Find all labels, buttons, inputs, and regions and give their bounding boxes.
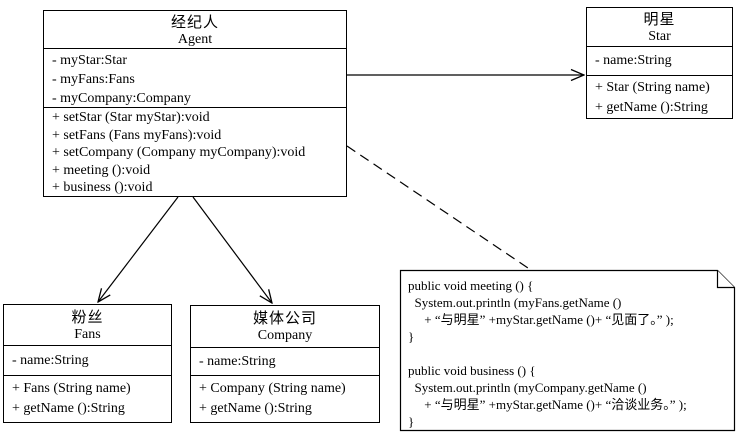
method-row: + business ():void [52,180,153,195]
attributes-compartment-company: - name:String [191,348,379,376]
class-name-en: Agent [177,32,213,47]
uml-note-code: public void meeting () { System.out.prin… [408,277,730,430]
attributes-compartment-agent: - myStar:Star - myFans:Fans - myCompany:… [44,49,346,108]
code-line: public void business () { [408,363,536,378]
code-line: } [408,329,415,344]
class-name-en: Star [648,29,671,44]
method-row: + Company (String name) [199,381,346,396]
method-row: + getName ():String [199,401,312,416]
method-row: + setStar (Star myStar):void [52,110,210,125]
code-line: } [408,414,415,429]
method-row: + Star (String name) [595,80,710,95]
methods-compartment-fans: + Fans (String name) + getName ():String [4,376,171,422]
class-box-company: 媒体公司 Company - name:String + Company (St… [190,305,380,423]
class-name-zh: 粉丝 [71,310,104,326]
class-box-agent: 经纪人 Agent - myStar:Star - myFans:Fans - … [43,10,347,197]
method-row: + meeting ():void [52,162,151,178]
attribute-row: - myFans:Fans [52,72,135,87]
method-row: + getName ():String [595,99,708,115]
note-anchor-dashed-line [346,145,532,271]
class-name-zh: 明星 [643,12,676,28]
class-title-star: 明星 Star [587,8,732,47]
attribute-row: - name:String [12,353,89,368]
code-line: System.out.println (myCompany.getName () [408,380,647,395]
method-row: + Fans (String name) [12,381,131,396]
class-name-en: Fans [74,327,101,342]
code-line: + “与明星” +myStar.getName ()+ “洽谈业务。” ); [408,397,687,412]
class-title-company: 媒体公司 Company [191,306,379,348]
class-name-zh: 媒体公司 [252,311,317,327]
attributes-compartment-fans: - name:String [4,346,171,376]
agent-company-association-line [192,196,272,303]
method-row: + setFans (Fans myFans):void [52,127,222,143]
method-row: + getName ():String [12,401,125,416]
code-line: public void meeting () { [408,278,534,293]
class-name-en: Company [257,328,313,343]
attributes-compartment-star: - name:String [587,47,732,76]
methods-compartment-agent: + setStar (Star myStar):void + setFans (… [44,108,346,196]
class-box-fans: 粉丝 Fans - name:String + Fans (String nam… [3,304,172,423]
attribute-row: - myCompany:Company [52,91,191,106]
code-line: + “与明星” +myStar.getName ()+ “见面了。” ); [408,312,674,327]
class-box-star: 明星 Star - name:String + Star (String nam… [586,7,733,119]
methods-compartment-company: + Company (String name) + getName ():Str… [191,376,379,422]
method-row: + setCompany (Company myCompany):void [52,145,306,160]
class-name-zh: 经纪人 [170,15,219,31]
code-line [408,345,730,362]
attribute-row: - myStar:Star [52,53,128,68]
attribute-row: - name:String [595,53,672,68]
class-title-agent: 经纪人 Agent [44,11,346,49]
agent-fans-association-line [98,196,179,302]
attribute-row: - name:String [199,354,276,369]
class-title-fans: 粉丝 Fans [4,305,171,346]
methods-compartment-star: + Star (String name) + getName ():String [587,76,732,118]
code-line: System.out.println (myFans.getName () [408,295,622,310]
